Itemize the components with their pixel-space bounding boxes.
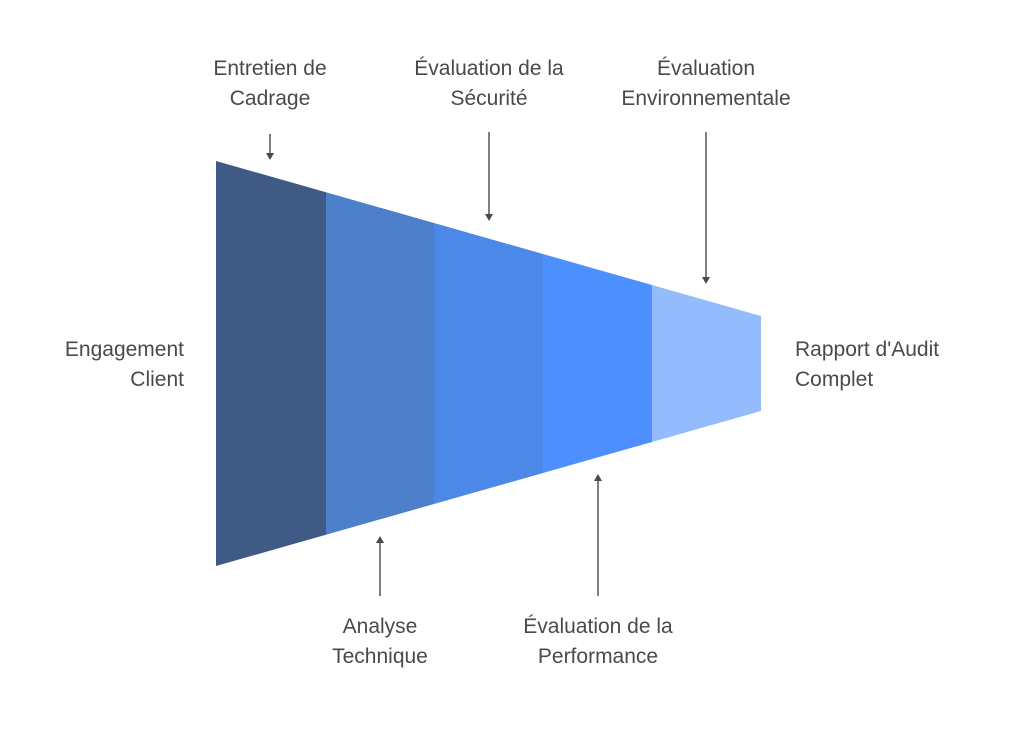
- arrow-icon: [594, 474, 602, 596]
- end-label-line1: Rapport d'Audit: [795, 338, 940, 361]
- stage-label-line1: Analyse: [342, 615, 418, 638]
- stage-label-line2: Sécurité: [450, 87, 528, 110]
- funnel-segment: [216, 161, 326, 566]
- stage-label-line1: Entretien de: [213, 57, 327, 80]
- stage-label-analyse-technique: Analyse Technique: [332, 612, 428, 672]
- end-label: Rapport d'Audit Complet: [795, 335, 939, 395]
- funnel-segment: [434, 223, 543, 504]
- stage-label-line2: Environnementale: [621, 87, 791, 110]
- stage-label-line2: Technique: [332, 645, 428, 668]
- stage-label-entretien-cadrage: Entretien de Cadrage: [213, 54, 326, 114]
- arrow-icon: [485, 132, 493, 221]
- stage-label-evaluation-securite: Évaluation de la Sécurité: [414, 54, 563, 114]
- start-label-line1: Engagement: [64, 338, 184, 361]
- arrow-icon: [266, 134, 274, 160]
- arrow-icon: [702, 132, 710, 284]
- funnel-segment: [543, 254, 652, 473]
- stage-label-line1: Évaluation: [656, 57, 756, 80]
- arrow-icon: [376, 536, 384, 596]
- start-label: Engagement Client: [20, 335, 184, 395]
- stage-label-line1: Évaluation de la: [414, 57, 564, 80]
- funnel-segment: [652, 285, 761, 442]
- funnel-segment: [326, 192, 434, 535]
- end-label-line2: Complet: [795, 368, 874, 391]
- stage-label-line2: Performance: [537, 645, 659, 668]
- stage-label-line2: Cadrage: [229, 87, 311, 110]
- stage-label-evaluation-environnementale: Évaluation Environnementale: [621, 54, 790, 114]
- start-label-line2: Client: [130, 368, 184, 391]
- stage-label-evaluation-performance: Évaluation de la Performance: [523, 612, 672, 672]
- stage-label-line1: Évaluation de la: [523, 615, 673, 638]
